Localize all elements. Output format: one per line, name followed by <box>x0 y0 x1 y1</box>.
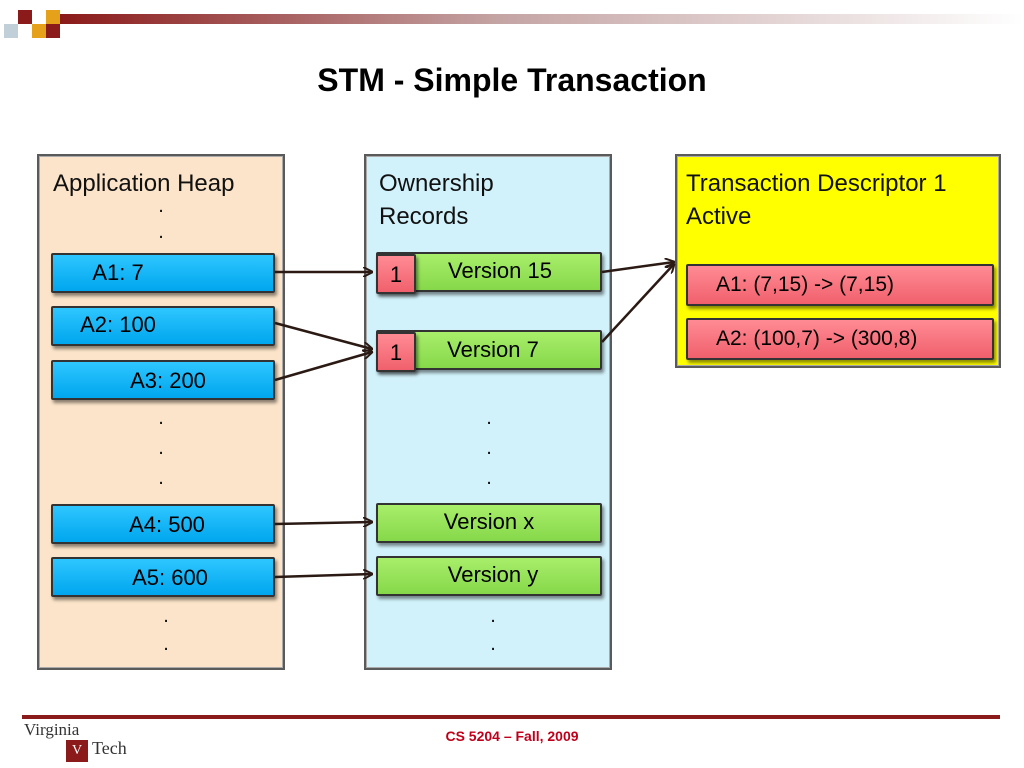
ellipsis-dot: . <box>158 195 164 217</box>
ellipsis-dot: . <box>163 605 169 627</box>
ellipsis-dot: . <box>158 221 164 243</box>
header-square-icon <box>4 24 18 38</box>
ellipsis-dot: . <box>490 605 496 627</box>
ellipsis-dot: . <box>490 633 496 655</box>
logo-text-tech: Tech <box>92 738 127 758</box>
ellipsis-dot: . <box>486 437 492 459</box>
logo-text-virginia: Virginia <box>24 720 80 739</box>
ownership-record-owner-1: 1 <box>376 254 416 294</box>
header-gradient-bar <box>60 14 1024 24</box>
transaction-title: Transaction Descriptor 1 <box>686 170 947 197</box>
vt-seal-icon: V <box>66 740 88 762</box>
ellipsis-dot: . <box>486 467 492 489</box>
ownership-record-version-y: Version y <box>376 556 602 596</box>
heap-cell-a1: A1: 7 <box>51 253 275 293</box>
ellipsis-dot: . <box>158 437 164 459</box>
heap-cell-a5: A5: 600 <box>51 557 275 597</box>
header-square-icon <box>46 24 60 38</box>
arrow-a3-to-record2 <box>274 352 372 382</box>
heap-cell-a2: A2: 100 <box>51 306 275 346</box>
ellipsis-dot: . <box>158 467 164 489</box>
heap-cell-a4: A4: 500 <box>51 504 275 544</box>
ellipsis-dot: . <box>158 407 164 429</box>
header-square-icon <box>46 10 60 24</box>
header-square-icon <box>18 10 32 24</box>
arrow-a2-to-record2 <box>274 321 372 349</box>
transaction-entry-a2: A2: (100,7) -> (300,8) <box>686 318 994 360</box>
ownership-title-line1: Ownership <box>379 170 494 197</box>
transaction-status: Active <box>686 203 752 230</box>
virginia-tech-logo: Virginia V Tech <box>24 720 134 764</box>
arrow-record1-to-tx <box>601 262 674 274</box>
ownership-record-owner-2: 1 <box>376 332 416 372</box>
header-square-icon <box>32 24 46 38</box>
transaction-entry-a1: A1: (7,15) -> (7,15) <box>686 264 994 306</box>
slide-title: STM - Simple Transaction <box>317 62 707 98</box>
ellipsis-dot: . <box>486 407 492 429</box>
ownership-record-version-x: Version x <box>376 503 602 543</box>
footer-rule <box>22 715 1000 719</box>
heap-cell-a3: A3: 200 <box>51 360 275 400</box>
heap-title: Application Heap <box>53 170 235 197</box>
ownership-title-line2: Records <box>379 203 469 230</box>
arrow-a5-to-recordy <box>274 574 372 577</box>
arrow-record2-to-tx <box>601 264 674 343</box>
ellipsis-dot: . <box>163 633 169 655</box>
arrow-a4-to-recordx <box>274 522 372 524</box>
footer-course: CS 5204 – Fall, 2009 <box>445 728 579 744</box>
